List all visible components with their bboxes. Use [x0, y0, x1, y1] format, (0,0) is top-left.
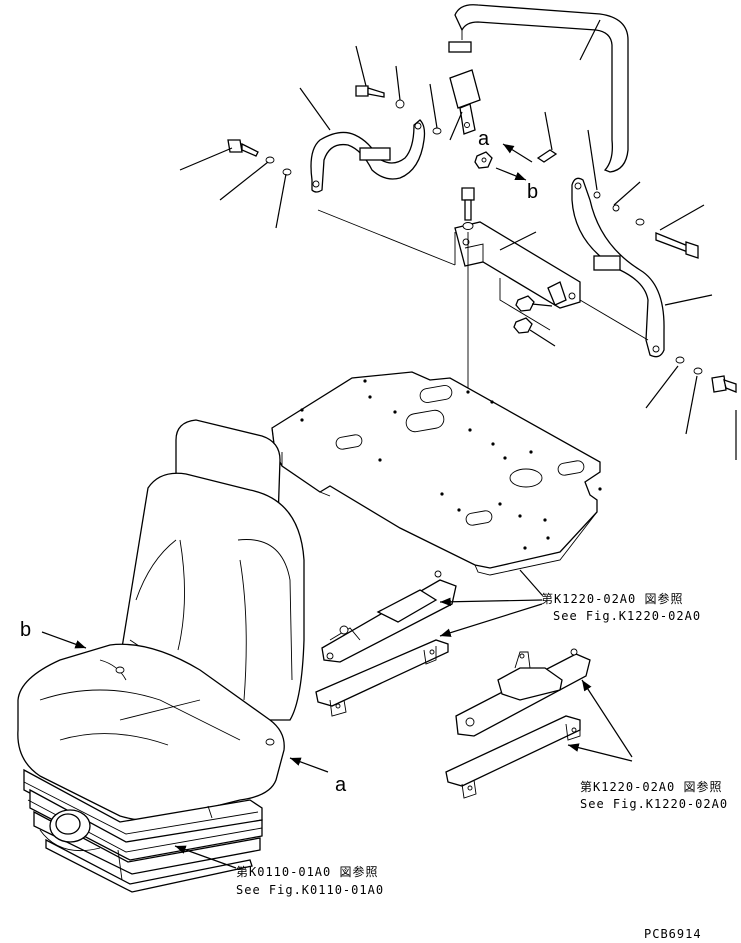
seat-base-plate	[271, 371, 602, 576]
seat-direction-arrows	[41, 631, 329, 869]
ref-rail-lower-en: See Fig.K1220-02A0	[580, 797, 728, 811]
leader-lines-top	[179, 19, 737, 460]
seat-slide-rail-left	[321, 570, 457, 663]
direction-arrows-top	[495, 143, 533, 181]
ref-seat-en: See Fig.K0110-01A0	[236, 883, 384, 897]
mount-bracket-center	[454, 221, 581, 309]
seat-belt-strap-right	[571, 177, 665, 358]
label-a-top: a	[478, 128, 490, 150]
fasteners	[227, 85, 737, 393]
seat-rail-bracket-left	[315, 639, 449, 717]
ref-seat-jp: 第K0110-01A0 図参照	[236, 864, 378, 879]
rail-reference-arrows	[439, 569, 633, 762]
seat-belt-bracket-right	[448, 4, 629, 212]
seat-slide-rail-right	[455, 648, 591, 737]
label-b-seat: b	[20, 619, 31, 641]
label-b-top: b	[527, 181, 538, 203]
operator-seat	[17, 419, 305, 893]
seat-rail-bracket-right	[445, 715, 581, 799]
ref-rail-upper-jp: 第K1220-02A0 図参照	[541, 591, 683, 606]
ref-rail-upper-en: See Fig.K1220-02A0	[553, 609, 701, 623]
label-a-seat: a	[335, 774, 347, 796]
ref-rail-lower-jp: 第K1220-02A0 図参照	[580, 779, 722, 794]
drawing-code: PCB6914	[644, 927, 702, 941]
seat-belt-strap-left	[310, 119, 426, 193]
